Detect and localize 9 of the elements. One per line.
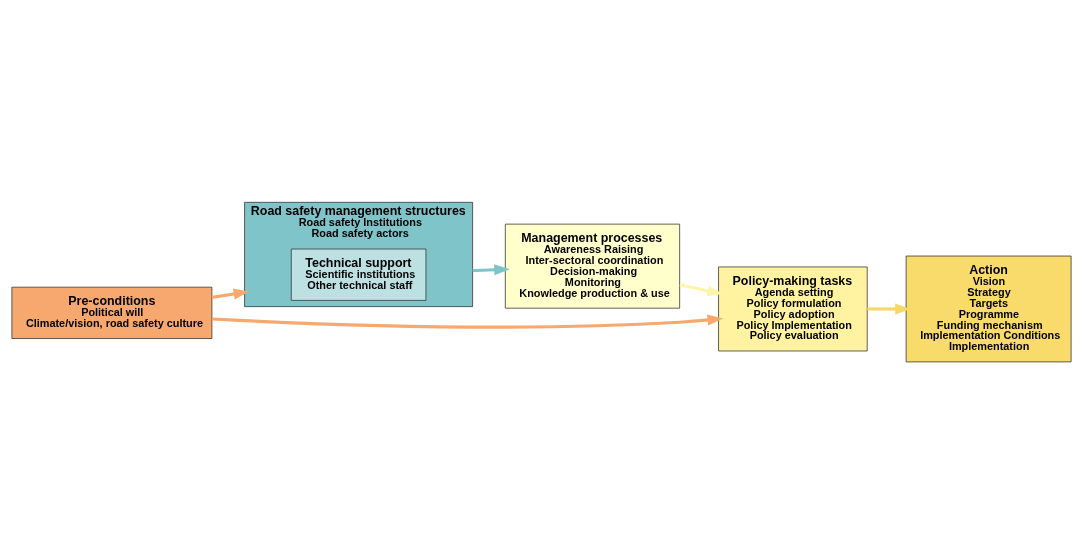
node-box: Technical support Scientific institutions Other technical staff: [290, 248, 427, 301]
node-box: Policy-making tasks Agenda setting Policy formulation Policy adoption Policy Implementation Policy evaluation: [718, 266, 868, 352]
arrow: [212, 314, 724, 329]
arrow: [211, 288, 250, 300]
node-box: Pre-conditions Political will Climate/vision, road safety culture: [11, 286, 213, 339]
node-box: Action Vision Strategy Targets Programme Funding mechanism Implementation Conditions Implementation: [905, 255, 1072, 363]
arrow: [679, 283, 724, 297]
node-box: Management processes Awareness Raising Inter-sectoral coordination Decision-making Monitoring Knowledge production & use: [504, 223, 681, 309]
arrow: [472, 264, 510, 276]
